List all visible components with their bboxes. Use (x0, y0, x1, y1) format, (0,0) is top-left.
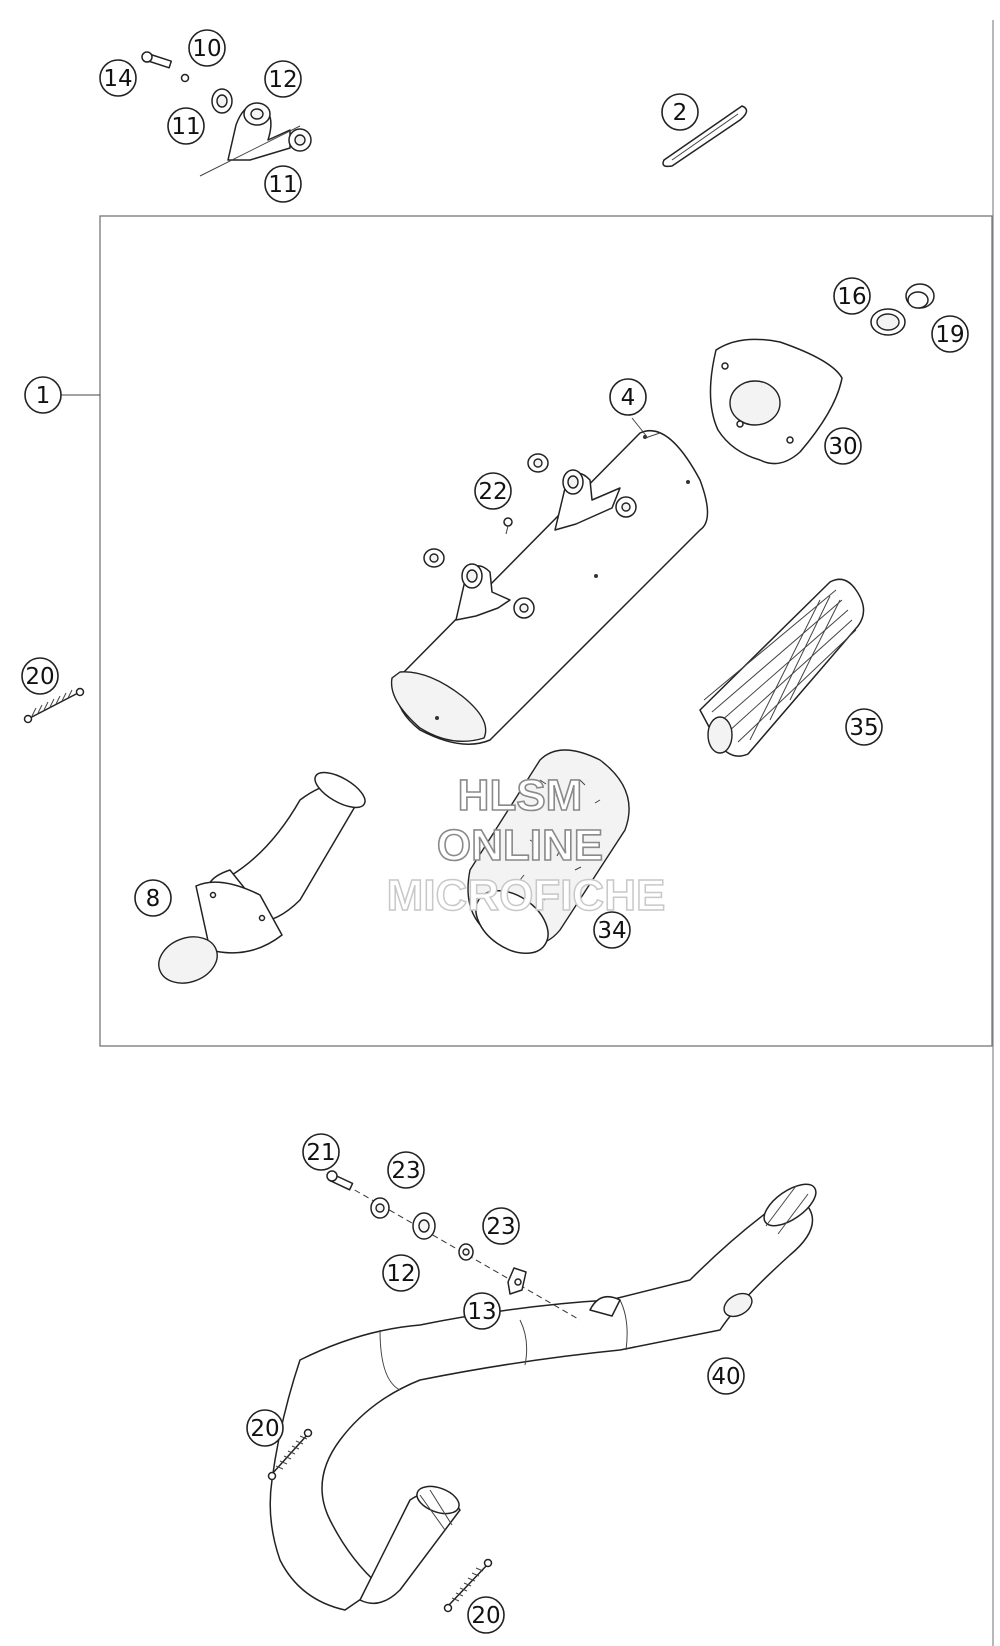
grommet-part-12-lower (412, 1212, 436, 1240)
svg-text:16: 16 (837, 284, 866, 310)
svg-text:4: 4 (621, 385, 636, 411)
packing-cylinder-part-34 (467, 749, 630, 955)
callout-21: 21 (302, 1133, 340, 1171)
callout-16: 16 (833, 277, 871, 315)
svg-text:12: 12 (386, 1261, 415, 1287)
grommet-part-11-upper (211, 88, 233, 114)
callout-14: 14 (99, 59, 137, 97)
svg-text:12: 12 (268, 67, 297, 93)
svg-text:21: 21 (306, 1140, 335, 1166)
mounting-bracket-group (141, 51, 312, 177)
svg-text:11: 11 (171, 114, 200, 140)
callout-10: 10 (188, 29, 226, 67)
clip-nut-part-13 (507, 1267, 527, 1295)
header-mount-hardware (326, 1170, 581, 1321)
spring-part-20-left (23, 687, 85, 724)
callout-12-upper: 12 (264, 60, 302, 98)
callout-11-upper: 11 (167, 107, 205, 145)
spring-part-20-middle (267, 1428, 313, 1481)
watermark: HLSM ONLINE MICROFICHE (386, 770, 666, 921)
watermark-line-2: ONLINE (437, 821, 603, 870)
callout-22: 22 (474, 472, 512, 510)
washer-part-10 (180, 73, 190, 83)
svg-text:2: 2 (673, 100, 688, 126)
end-cap-part-30 (709, 338, 843, 465)
grommet-part-11-lower (288, 128, 312, 152)
svg-text:30: 30 (828, 434, 857, 460)
callout-34: 34 (593, 911, 631, 949)
svg-text:19: 19 (935, 322, 964, 348)
callout-2: 2 (661, 93, 699, 131)
watermark-line-3: MICROFICHE (387, 871, 666, 920)
callout-23-lower: 23 (482, 1207, 520, 1245)
callout-8: 8 (134, 879, 172, 917)
silencer-body-part-4 (390, 429, 709, 745)
svg-text:13: 13 (467, 1299, 496, 1325)
packing-mat-part-35 (699, 578, 865, 757)
callout-20-left: 20 (21, 657, 59, 695)
ring-part-16 (870, 308, 906, 336)
callout-30: 30 (824, 427, 862, 465)
washer-part-23-upper (370, 1197, 390, 1219)
callout-12-lower: 12 (382, 1254, 420, 1292)
bolt-part-14 (141, 51, 173, 69)
callout-19: 19 (931, 315, 969, 353)
leader-lines (631, 417, 649, 439)
watermark-line-1: HLSM (458, 771, 583, 820)
inner-pipe-part-8 (158, 771, 366, 984)
svg-text:1: 1 (36, 383, 51, 409)
callout-4: 4 (609, 378, 647, 416)
svg-text:11: 11 (268, 172, 297, 198)
callout-23-upper: 23 (387, 1151, 425, 1189)
assembly-frame (60, 215, 993, 1047)
spring-part-20-bottom (443, 1558, 493, 1613)
callout-20-middle: 20 (246, 1409, 284, 1447)
svg-text:34: 34 (597, 918, 626, 944)
washer-part-23-lower (458, 1243, 474, 1261)
svg-text:23: 23 (391, 1158, 420, 1184)
svg-text:20: 20 (250, 1416, 279, 1442)
callout-11-lower: 11 (264, 165, 302, 203)
callout-1: 1 (24, 376, 62, 414)
header-pipe-part-40 (269, 1183, 817, 1611)
svg-text:14: 14 (103, 66, 132, 92)
svg-text:22: 22 (478, 479, 507, 505)
callout-35: 35 (845, 708, 883, 746)
svg-text:35: 35 (849, 715, 878, 741)
bolt-part-21 (326, 1170, 354, 1191)
screw-part-22 (503, 517, 513, 535)
svg-text:20: 20 (25, 664, 54, 690)
svg-text:10: 10 (192, 36, 221, 62)
svg-text:23: 23 (486, 1214, 515, 1240)
svg-text:40: 40 (711, 1364, 740, 1390)
callout-40: 40 (707, 1357, 745, 1395)
svg-text:8: 8 (146, 886, 161, 912)
svg-text:20: 20 (471, 1603, 500, 1629)
nut-part-19 (905, 283, 935, 309)
callout-13: 13 (463, 1292, 501, 1330)
callout-20-bottom: 20 (467, 1596, 505, 1634)
